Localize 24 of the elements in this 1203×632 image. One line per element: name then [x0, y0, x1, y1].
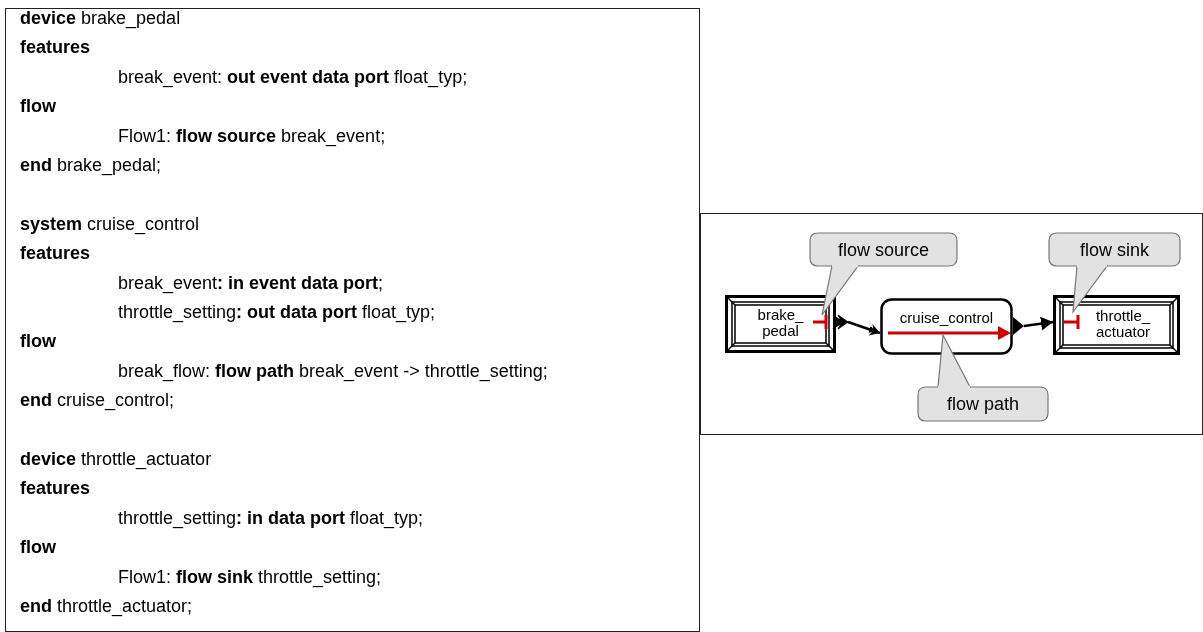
code-line: throttle_setting: in data port float_typ; — [118, 507, 424, 529]
code-line: break_flow: flow path break_event -> throttle_setting; — [118, 360, 548, 382]
code-line: Flow1: flow source break_event; — [118, 125, 386, 147]
system-box: cruise_control — [880, 298, 1013, 355]
code-line: flow — [20, 96, 56, 118]
code-line: throttle_setting: out data port float_typ; — [118, 302, 436, 323]
code-line: device throttle_actuator — [20, 449, 212, 470]
device-box: throttle_ actuator — [1053, 295, 1180, 355]
callout-bubble: flow path — [918, 335, 1048, 421]
code-line: end cruise_control; — [20, 390, 175, 412]
code-line: end throttle_actuator; — [20, 596, 193, 617]
code-line: flow — [20, 537, 56, 559]
device-box: brake_ pedal — [725, 295, 836, 353]
code-line: Flow1: flow sink throttle_setting; — [118, 566, 382, 588]
code-line: break_event: in event data port; — [118, 272, 384, 294]
code-line: features — [20, 243, 91, 265]
code-line: system cruise_control — [20, 213, 200, 235]
code-line: flow — [20, 331, 56, 353]
code-line: device brake_pedal — [20, 8, 181, 29]
code-line: break_event: out event data port float_typ; — [118, 66, 468, 88]
connector-arrow — [1023, 316, 1054, 331]
code-line: end brake_pedal; — [20, 155, 162, 176]
code-line: features — [20, 478, 91, 500]
code-line: features — [20, 37, 91, 59]
